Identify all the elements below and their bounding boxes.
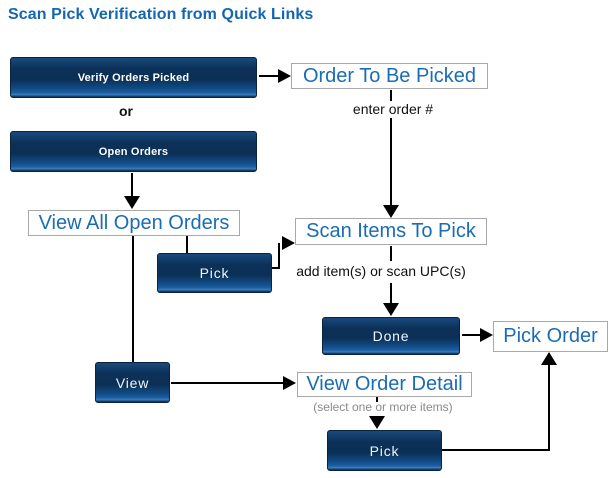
view-label: View bbox=[115, 374, 150, 391]
pick-order-box: Pick Order bbox=[493, 321, 608, 352]
connector-open-to-viewall-line bbox=[131, 173, 133, 196]
done-label: Done bbox=[372, 328, 410, 344]
connector-pick-to-scan-hline bbox=[272, 267, 280, 269]
connector-detail-to-pick-arrowhead bbox=[369, 416, 385, 429]
view-all-open-orders-label: View All Open Orders bbox=[38, 211, 230, 234]
scan-items-to-pick-label: Scan Items To Pick bbox=[306, 220, 476, 242]
select-items-label: (select one or more items) bbox=[313, 400, 453, 414]
connector-pick-to-scan-vline bbox=[278, 243, 280, 269]
connector-scan-to-done-line bbox=[390, 283, 392, 305]
connector-order-to-scan-line bbox=[390, 118, 392, 205]
order-to-be-picked-label: Order To Be Picked bbox=[302, 64, 477, 87]
connector-order-to-scan-arrowhead bbox=[383, 205, 399, 218]
enter-order-label: enter order # bbox=[352, 101, 434, 117]
connector-scan-to-done-arrowhead bbox=[383, 303, 399, 316]
connector-done-to-pickorder-arrowhead bbox=[480, 328, 493, 342]
connector-pickbottom-vline bbox=[548, 364, 550, 451]
verify-orders-picked-label: Verify Orders Picked bbox=[77, 71, 190, 84]
connector-pickbottom-hline bbox=[442, 449, 550, 451]
view-order-detail-box: View Order Detail bbox=[297, 372, 472, 397]
pick-button-bottom: Pick bbox=[327, 430, 442, 471]
connector-verify-to-order-arrowhead bbox=[278, 69, 291, 83]
connector-view-to-detail-arrowhead bbox=[283, 376, 296, 390]
pick-order-label: Pick Order bbox=[503, 325, 598, 347]
view-all-open-orders-box: View All Open Orders bbox=[28, 210, 240, 236]
connector-open-to-viewall-arrowhead bbox=[124, 196, 140, 209]
pick-bottom-label: Pick bbox=[369, 442, 400, 459]
connector-verify-to-order-line bbox=[259, 75, 279, 77]
open-orders-button: Open Orders bbox=[10, 131, 257, 172]
verify-orders-picked-button: Verify Orders Picked bbox=[10, 57, 257, 98]
add-items-label: add item(s) or scan UPC(s) bbox=[296, 263, 466, 279]
connector-viewall-to-view-line bbox=[132, 236, 134, 362]
connector-pickbottom-arrowhead bbox=[541, 352, 557, 365]
open-orders-label: Open Orders bbox=[98, 145, 169, 158]
done-button: Done bbox=[322, 317, 460, 355]
page-title: Scan Pick Verification from Quick Links bbox=[8, 6, 314, 23]
or-label: or bbox=[119, 103, 133, 119]
connector-order-down-line bbox=[390, 90, 392, 101]
order-to-be-picked-box: Order To Be Picked bbox=[291, 63, 488, 89]
pick-button-middle: Pick bbox=[157, 253, 272, 293]
connector-viewall-to-pick-line bbox=[186, 236, 188, 253]
connector-done-to-pickorder-line bbox=[462, 334, 481, 336]
connector-view-to-detail-line bbox=[171, 382, 284, 384]
connector-scan-down-line bbox=[390, 246, 392, 261]
view-button: View bbox=[95, 362, 170, 403]
view-order-detail-label: View Order Detail bbox=[306, 373, 463, 395]
connector-pick-to-scan-arrowhead bbox=[282, 236, 295, 250]
connector-detail-down-tick bbox=[376, 397, 378, 402]
pick-middle-label: Pick bbox=[199, 265, 230, 281]
scan-items-to-pick-box: Scan Items To Pick bbox=[295, 218, 487, 245]
